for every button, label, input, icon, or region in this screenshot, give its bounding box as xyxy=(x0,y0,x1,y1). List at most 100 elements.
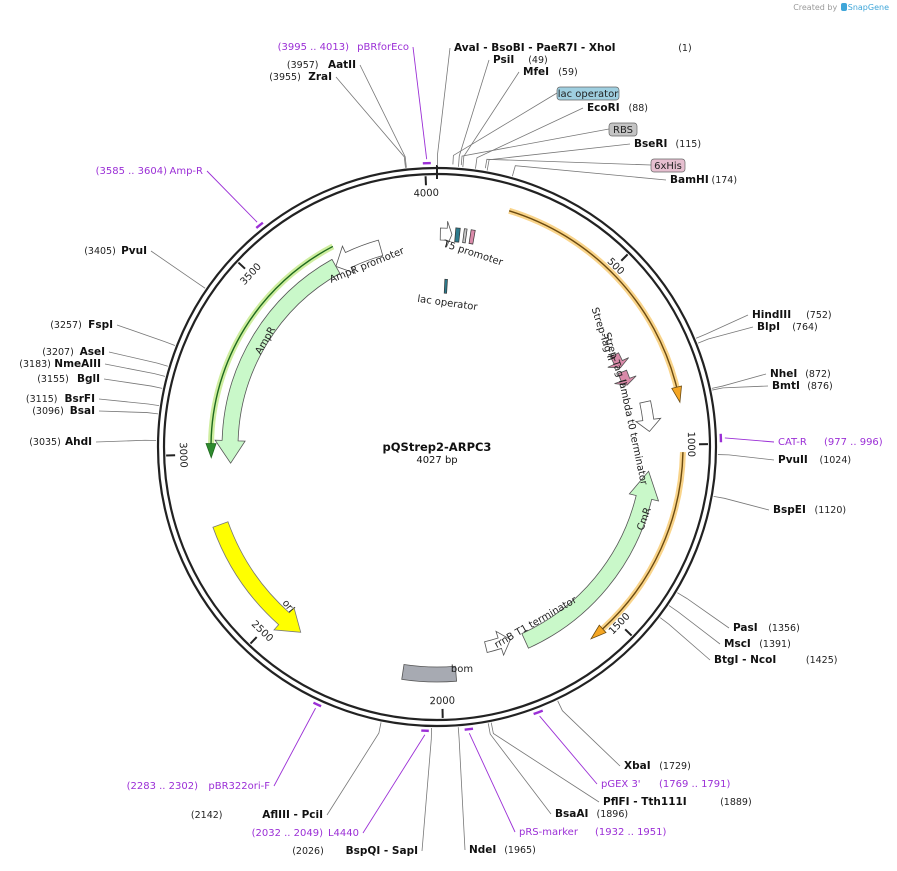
site-ndei[interactable]: NdeI xyxy=(469,844,496,856)
site-bseri[interactable]: BseRI xyxy=(634,138,667,150)
site-ahdi[interactable]: AhdI xyxy=(65,436,92,448)
tick-label-2000: 2000 xyxy=(430,696,456,708)
ampr-orf-arc xyxy=(210,245,334,444)
site-avai-pos: (1) xyxy=(678,43,691,54)
primer-prs-marker[interactable]: pRS-marker xyxy=(519,827,579,838)
leader-pvui xyxy=(150,250,206,289)
site-bamhi-pos: (174) xyxy=(712,175,738,186)
primer-prs-marker-bar xyxy=(464,727,474,731)
primer-cat-r-leader xyxy=(724,437,775,443)
primer-pgex3-leader xyxy=(539,715,598,785)
site-avai[interactable]: AvaI - BsoBI - PaeR7I - XhoI xyxy=(454,42,616,54)
site-psti[interactable]: PsiI xyxy=(493,54,514,66)
site-pvui[interactable]: PvuI xyxy=(121,245,147,257)
site-bgli[interactable]: BglI xyxy=(77,373,100,385)
orf-arc-upper xyxy=(508,210,678,388)
site-bmti[interactable]: BmtI xyxy=(772,380,800,392)
site-asei-pos: (3207) xyxy=(42,347,74,358)
site-btgi[interactable]: BtgI - NcoI xyxy=(714,654,776,666)
leader-asei xyxy=(108,351,168,367)
tick-mark-2500 xyxy=(249,636,258,645)
leader-bspqi xyxy=(421,727,432,852)
site-afliii[interactable]: AflIII - PciI xyxy=(262,809,323,821)
t5-promoter-feature xyxy=(439,221,453,248)
site-ecori[interactable]: EcoRI xyxy=(587,102,620,114)
tick-label-1000: 1000 xyxy=(685,432,696,458)
site-bsaai[interactable]: BsaAI xyxy=(555,808,588,820)
site-bspei[interactable]: BspEI xyxy=(773,504,806,516)
site-aatii[interactable]: AatII xyxy=(328,59,356,71)
feature-bom-label[interactable]: bom xyxy=(451,664,473,675)
site-asei[interactable]: AseI xyxy=(80,346,105,358)
primer-l4440[interactable]: L4440 xyxy=(328,828,359,839)
orf-arc-lower-head xyxy=(590,624,607,640)
leader-mfei xyxy=(462,71,520,168)
leader-btgi xyxy=(660,617,711,661)
site-pvuii[interactable]: PvuII xyxy=(778,454,808,466)
leader-afliii xyxy=(326,722,382,816)
primer-pgex3-bar xyxy=(533,709,544,716)
site-msci[interactable]: MscI xyxy=(724,638,751,650)
site-bsai-pos: (3096) xyxy=(32,406,64,417)
tag-lac-operator-box xyxy=(556,86,620,101)
tag-lac-operator[interactable]: lac operator xyxy=(558,89,619,100)
ori-feature xyxy=(212,521,302,633)
tag-lac-operator-leader xyxy=(452,92,558,165)
site-bspqi[interactable]: BspQI - SapI xyxy=(346,845,418,857)
site-blpi[interactable]: BlpI xyxy=(757,321,780,333)
primer-pbr322ori-f[interactable]: pBR322ori-F xyxy=(208,781,270,792)
feature-lac-operator-inner-label[interactable]: lac operator xyxy=(417,294,479,313)
site-nhei[interactable]: NheI xyxy=(770,368,797,380)
orf-arc-upper-glow xyxy=(508,207,680,388)
feature-lambda-t0-label[interactable]: lambda t0 terminator xyxy=(616,379,649,487)
site-xbai[interactable]: XbaI xyxy=(624,760,651,772)
site-bsai[interactable]: BsaI xyxy=(70,405,95,417)
site-fspi[interactable]: FspI xyxy=(88,319,113,331)
primer-pbrforeco[interactable]: pBRforEco xyxy=(357,42,409,53)
tag-6xhis-box xyxy=(650,158,686,173)
lac-operator-block xyxy=(454,227,461,243)
leader-ndei xyxy=(457,727,466,851)
orf-arc-layer xyxy=(205,207,686,640)
snapgene-credit: Created by SnapGene xyxy=(793,3,889,12)
primer-amp-r-bar xyxy=(255,221,264,229)
site-pasi[interactable]: PasI xyxy=(733,622,758,634)
site-aatii-pos: (3957) xyxy=(287,60,319,71)
site-ecori-pos: (88) xyxy=(629,103,649,114)
site-bspqi-pos: (2026) xyxy=(292,846,324,857)
site-mfei[interactable]: MfeI xyxy=(523,66,549,78)
site-hindiii[interactable]: HindIII xyxy=(752,309,791,321)
center-title: pQStrep2-ARPC3 4027 bp xyxy=(383,440,492,466)
leader-xbai xyxy=(557,700,621,767)
leader-psti xyxy=(458,59,490,167)
bom-feature xyxy=(401,664,458,683)
site-pflfi[interactable]: PflFI - Tth111I xyxy=(603,796,687,808)
site-bsrfi[interactable]: BsrFI xyxy=(64,393,95,405)
primer-prs-marker-range: (1932 .. 1951) xyxy=(595,827,667,838)
tick-label-4000: 4000 xyxy=(413,188,439,200)
lac-operator-inner-block xyxy=(443,278,448,294)
strep-tag-2-feature xyxy=(614,369,637,386)
primer-amp-r[interactable]: Amp-R xyxy=(170,166,204,177)
tag-6xhis[interactable]: 6xHis xyxy=(654,161,682,172)
site-nmeaiii[interactable]: NmeAIII xyxy=(54,358,101,370)
plasmid-length: 4027 bp xyxy=(416,455,457,466)
primer-pgex3[interactable]: pGEX 3' xyxy=(601,779,641,790)
tick-label-3000: 3000 xyxy=(177,442,189,468)
leader-bsaai xyxy=(487,723,552,815)
site-bamhi[interactable]: BamHI xyxy=(670,174,709,186)
leader-ecori xyxy=(475,107,584,169)
site-btgi-pos: (1425) xyxy=(806,655,838,666)
lambda-t0-feature xyxy=(634,400,662,433)
site-zrai-pos: (3955) xyxy=(269,72,301,83)
primer-cat-r[interactable]: CAT-R xyxy=(778,437,807,448)
tag-6xhis-leader xyxy=(484,158,652,169)
ampr-orf-head xyxy=(205,443,217,459)
site-psti-pos: (49) xyxy=(528,55,548,66)
leader-hindiii xyxy=(695,314,749,339)
site-blpi-pos: (764) xyxy=(792,322,818,333)
site-zrai[interactable]: ZraI xyxy=(308,71,332,83)
leader-nmeaiii xyxy=(104,363,166,377)
tag-rbs[interactable]: RBS xyxy=(613,125,633,136)
